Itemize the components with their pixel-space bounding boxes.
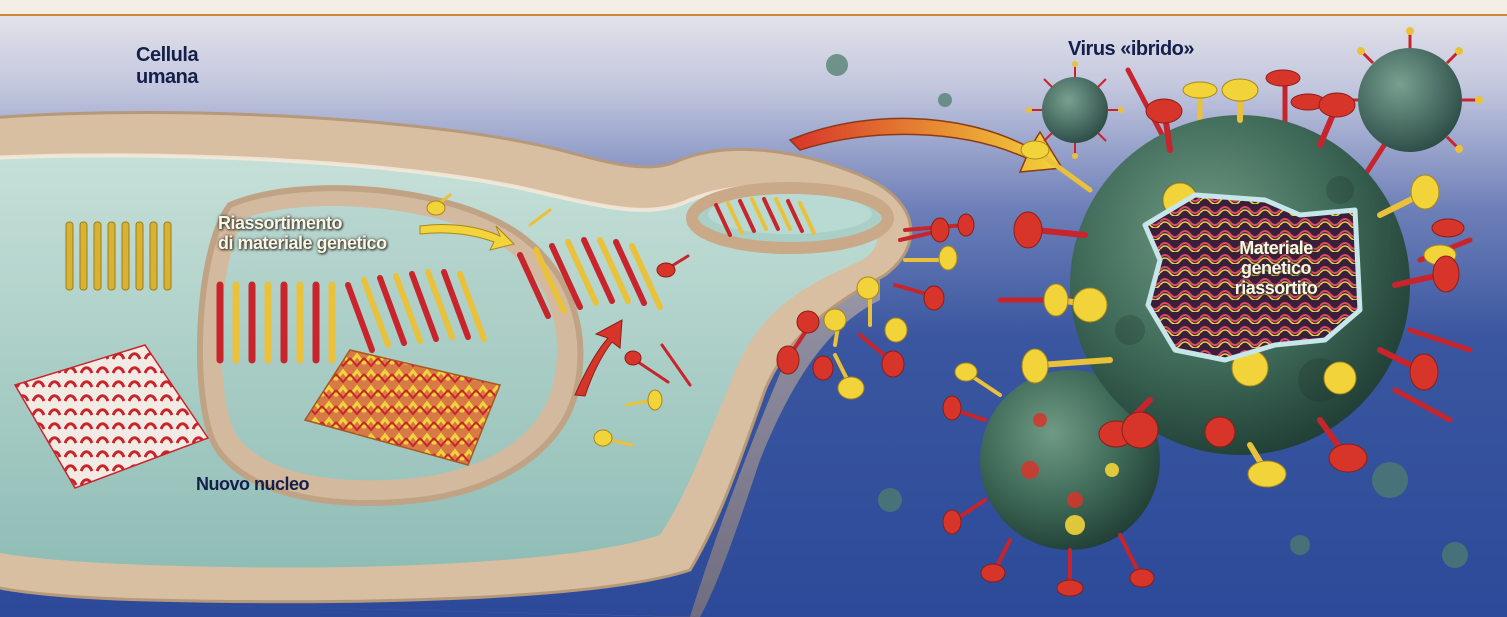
label-riass-line2: di materiale genetico (218, 233, 387, 253)
label-nucleo-text: Nuovo nucleo (196, 474, 309, 494)
label-materiale-line2: genetico (1208, 258, 1344, 278)
label-materiale-line1: Materiale (1208, 238, 1344, 258)
label-nuovo-nucleo: Nuovo nucleo (196, 474, 309, 494)
label-riass-line1: Riassortimento (218, 213, 387, 233)
label-riassortimento: Riassortimento di materiale genetico (218, 213, 387, 253)
label-materiale-line3: riassortito (1208, 278, 1344, 298)
label-cellula-umana: Cellula umana (136, 44, 198, 89)
virus-small-top-right (1337, 27, 1483, 153)
hybrid-virus-cluster (943, 27, 1483, 596)
label-virus-text: Virus «ibrido» (1068, 38, 1194, 60)
label-materiale-riassortito: Materiale genetico riassortito (1208, 238, 1344, 298)
label-virus-ibrido: Virus «ibrido» (1068, 38, 1194, 60)
label-cellula-line2: umana (136, 66, 198, 88)
label-cellula-line1: Cellula (136, 44, 198, 66)
